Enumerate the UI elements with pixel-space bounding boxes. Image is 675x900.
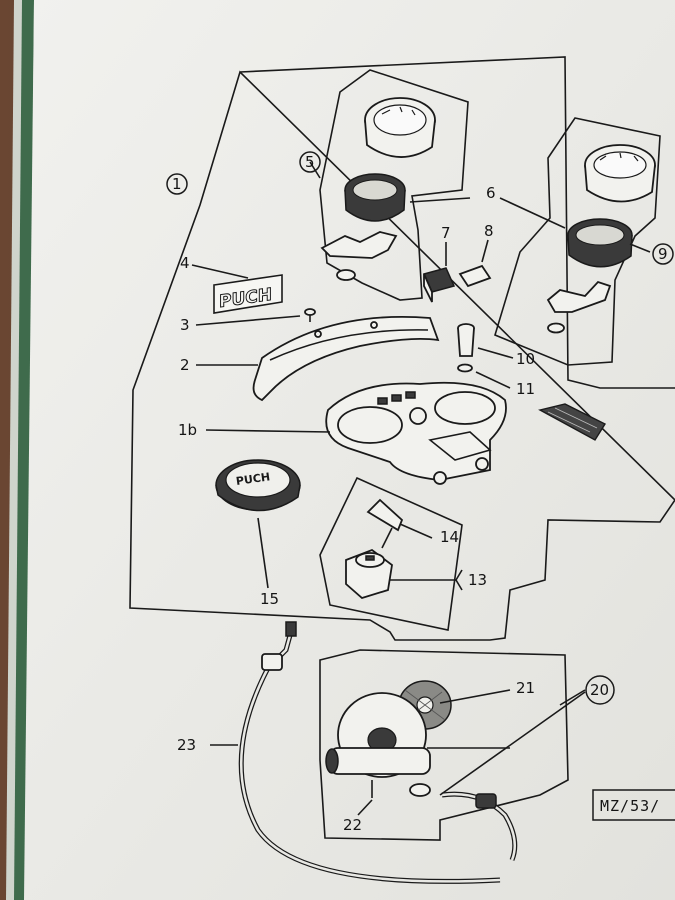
rubber-pad bbox=[538, 403, 607, 441]
label-13: 13 bbox=[468, 571, 487, 589]
label-8: 8 bbox=[484, 222, 494, 240]
label-6: 6 bbox=[486, 184, 496, 202]
svg-text:PUCH: PUCH bbox=[235, 470, 271, 488]
label-7: 7 bbox=[441, 224, 451, 242]
label-10: 10 bbox=[516, 350, 535, 368]
label-20: 20 bbox=[590, 681, 609, 699]
visor-cover-2 bbox=[252, 315, 440, 402]
ignition-key-14 bbox=[366, 498, 404, 549]
label-9: 9 bbox=[658, 245, 668, 263]
drive-unit-22 bbox=[325, 692, 431, 798]
speedometer-gauge bbox=[364, 97, 436, 158]
bracket-5 bbox=[320, 231, 398, 281]
label-14: 14 bbox=[440, 528, 459, 546]
ignition-lock-13 bbox=[345, 548, 393, 600]
puch-emblem: PUCH bbox=[213, 274, 283, 314]
switch-7 bbox=[422, 267, 456, 303]
tachometer-box bbox=[494, 117, 661, 366]
dash-panel-1b bbox=[325, 381, 507, 485]
green-page-edge bbox=[14, 0, 34, 900]
label-11: 11 bbox=[516, 380, 535, 398]
label-2: 2 bbox=[180, 356, 190, 374]
label-21: 21 bbox=[516, 679, 535, 697]
switch-8 bbox=[458, 264, 492, 288]
label-1: 1 bbox=[172, 175, 182, 193]
label-5: 5 bbox=[305, 153, 315, 171]
bezel-ring-9 bbox=[567, 218, 633, 268]
label-3: 3 bbox=[180, 316, 190, 334]
tachometer-gauge bbox=[584, 144, 656, 203]
label-4: 4 bbox=[180, 254, 190, 272]
label-23: 23 bbox=[177, 736, 196, 754]
page-sheet bbox=[24, 0, 675, 900]
speedo-cable-23 bbox=[238, 621, 518, 884]
fuel-cap-15: PUCH bbox=[215, 459, 301, 512]
label-15: 15 bbox=[260, 590, 279, 608]
bezel-ring-5 bbox=[344, 173, 406, 222]
reference-code-box: MZ/53/ bbox=[592, 789, 675, 821]
bolt-10 bbox=[457, 323, 475, 373]
reference-code: MZ/53/ bbox=[600, 797, 660, 815]
label-22: 22 bbox=[343, 816, 362, 834]
group-1-outline bbox=[129, 56, 675, 641]
leader-lines bbox=[191, 161, 651, 816]
label-1b: 1b bbox=[178, 421, 197, 439]
part-labels: 1 4 3 2 1b 15 5 6 7 8 9 10 11 14 13 20 2… bbox=[166, 151, 674, 834]
screw-3 bbox=[304, 308, 316, 322]
bracket-9 bbox=[546, 280, 612, 334]
ignition-box bbox=[319, 476, 463, 631]
